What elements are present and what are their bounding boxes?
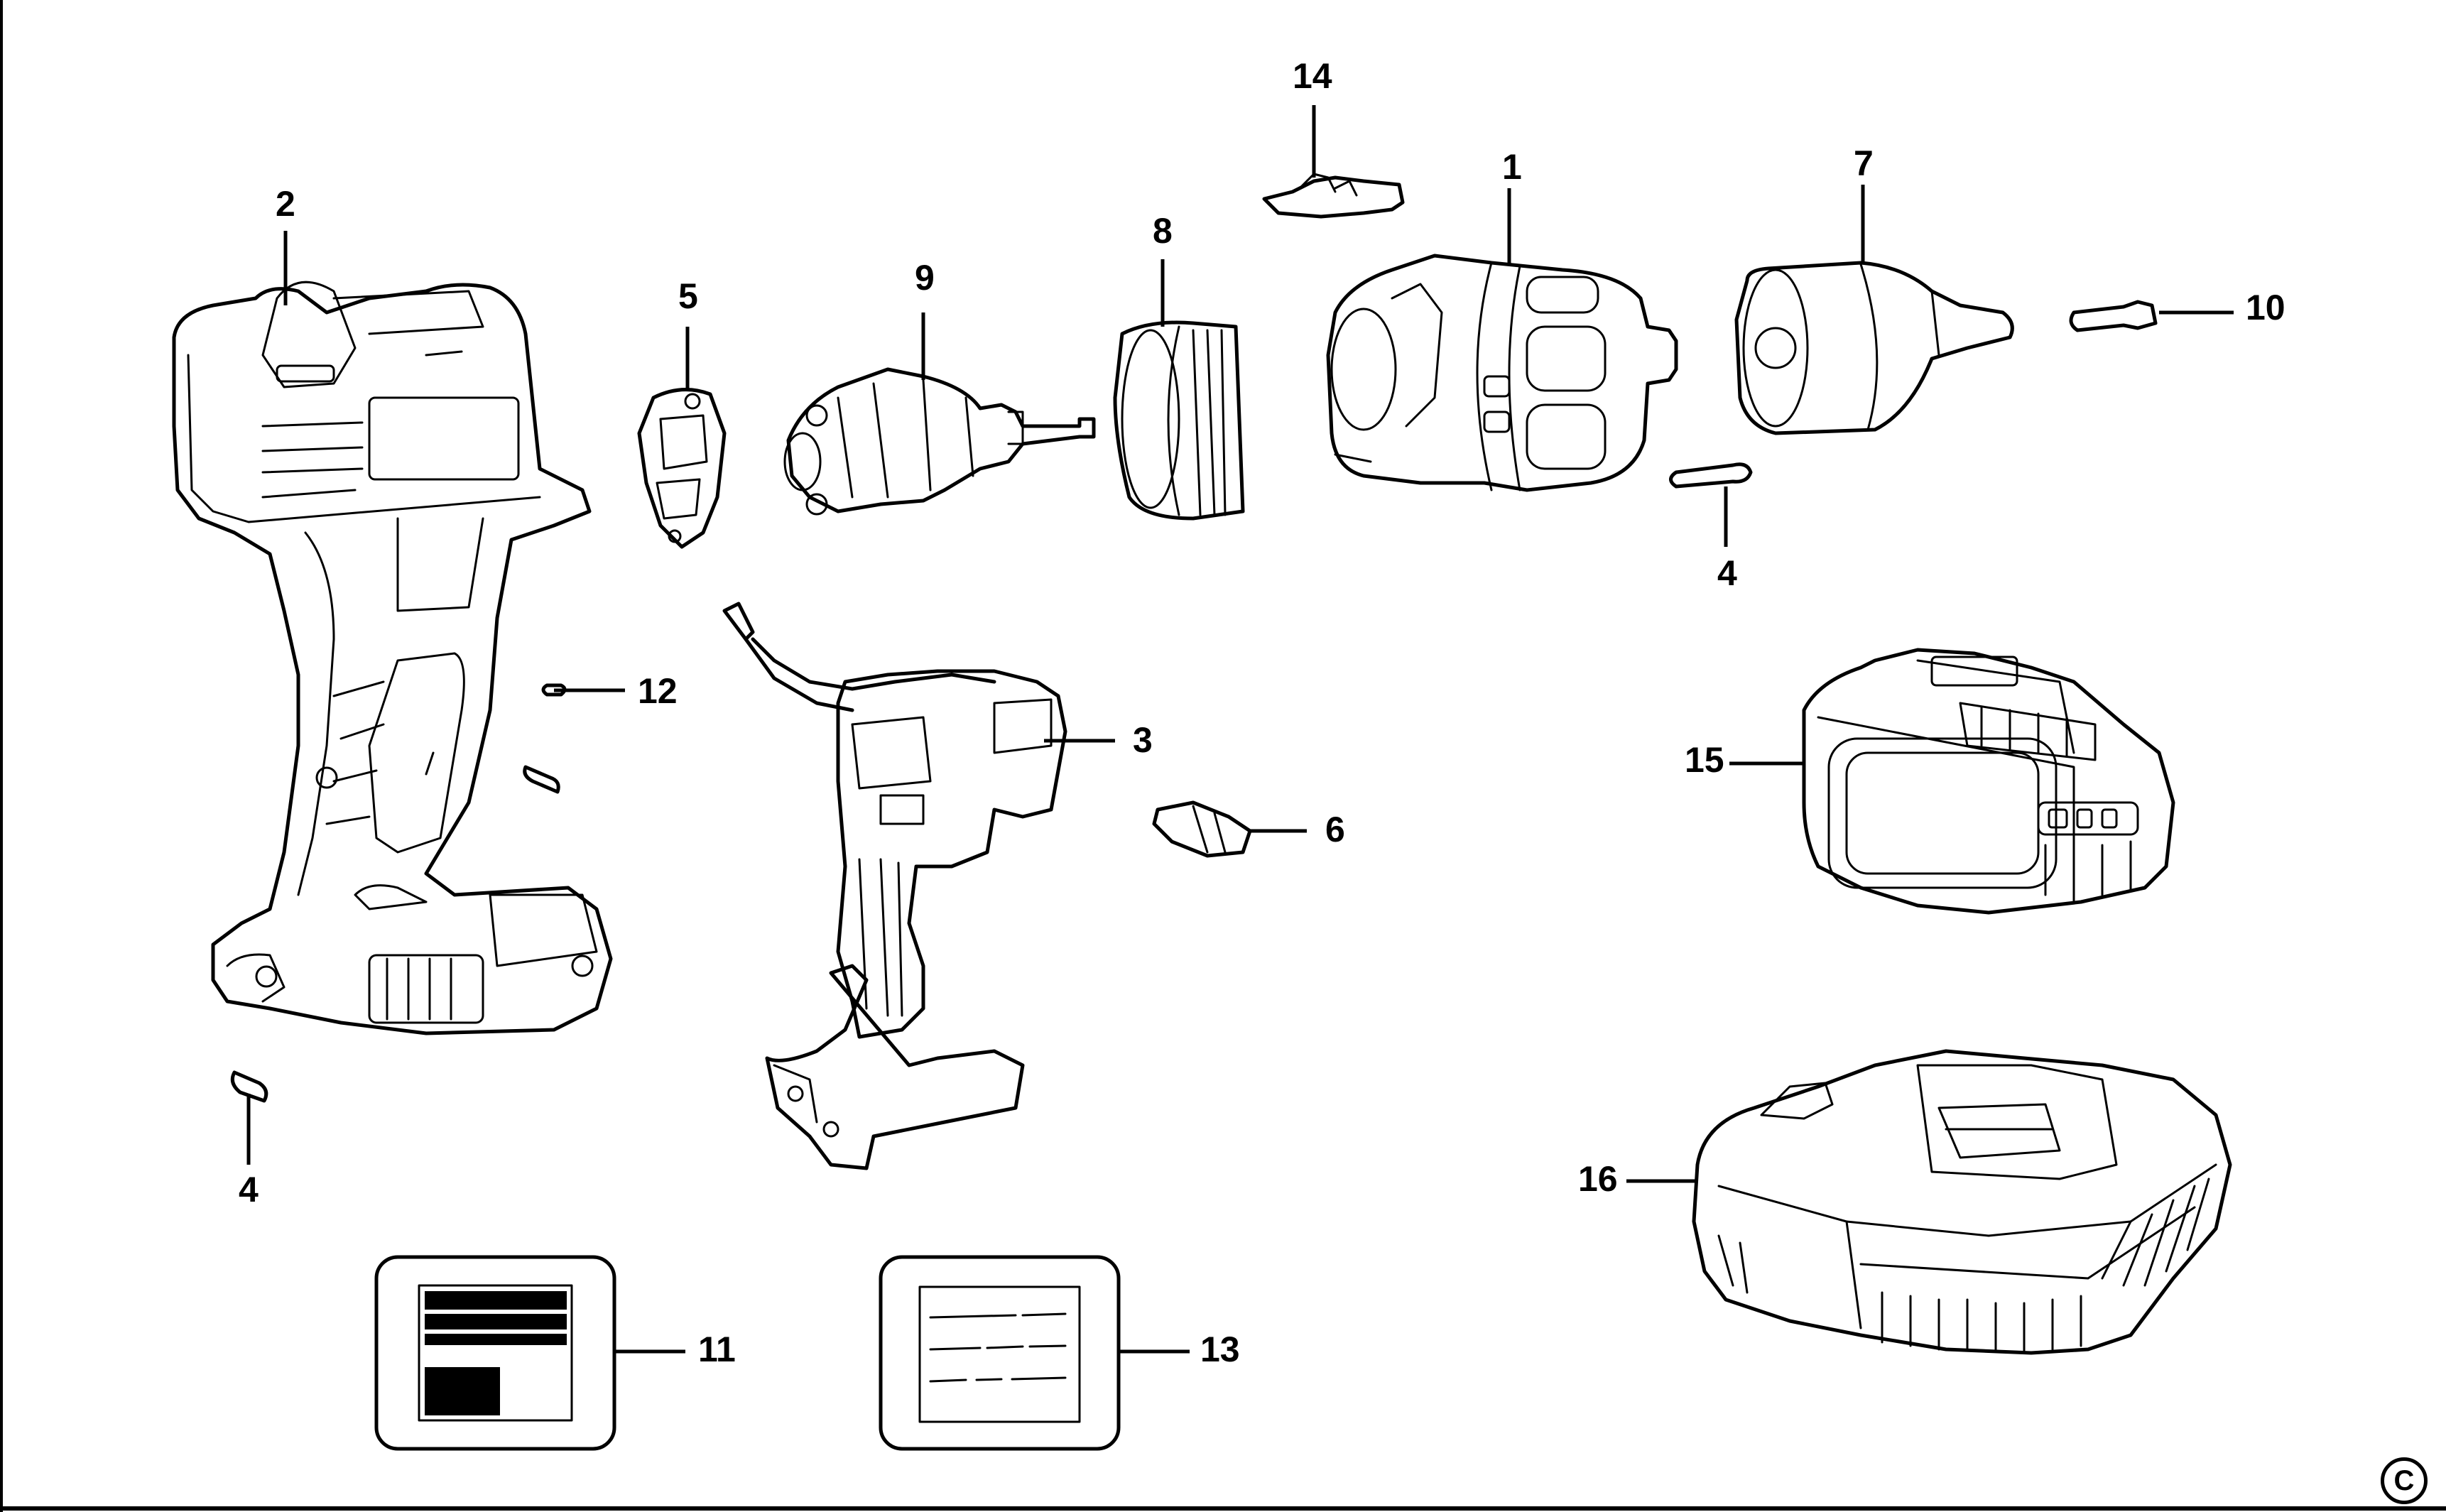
callout-10: 10 bbox=[2246, 288, 2285, 327]
frame-left-border bbox=[0, 0, 3, 1512]
screw-middle bbox=[523, 765, 560, 794]
callout-5: 5 bbox=[678, 276, 698, 316]
callout-3: 3 bbox=[1133, 720, 1153, 760]
callout-9: 9 bbox=[915, 258, 935, 298]
callout-6: 6 bbox=[1325, 810, 1345, 849]
trigger-switch bbox=[722, 602, 1067, 1170]
battery-pack bbox=[1802, 648, 2175, 915]
callout-4-lower: 4 bbox=[239, 1170, 259, 1209]
callout-4-upper: 4 bbox=[1717, 553, 1737, 593]
callout-7: 7 bbox=[1854, 143, 1874, 183]
callout-11: 11 bbox=[698, 1329, 736, 1369]
callout-2: 2 bbox=[276, 184, 295, 224]
callout-13: 13 bbox=[1200, 1329, 1240, 1369]
callout-1: 1 bbox=[1502, 147, 1522, 187]
motor-armature bbox=[783, 367, 1096, 516]
screw-bit bbox=[2069, 300, 2158, 332]
battery-charger bbox=[1692, 1049, 2232, 1355]
screw-lower bbox=[230, 1070, 268, 1103]
frame-bottom-border bbox=[0, 1506, 2446, 1511]
callout-8: 8 bbox=[1153, 211, 1173, 251]
pin-12 bbox=[541, 683, 567, 697]
callout-14: 14 bbox=[1293, 56, 1332, 96]
copyright-symbol: C bbox=[2381, 1457, 2428, 1504]
magnet-ring bbox=[1113, 320, 1245, 521]
drill-housing bbox=[172, 281, 613, 1035]
belt-clip bbox=[1262, 173, 1405, 219]
leader-lines bbox=[246, 105, 2234, 1354]
label-card bbox=[374, 1255, 616, 1451]
callout-12: 12 bbox=[638, 671, 678, 711]
screw-pin-upper bbox=[1669, 462, 1753, 489]
manual-card bbox=[879, 1255, 1121, 1451]
transmission-gearbox bbox=[1326, 254, 1678, 492]
callout-15: 15 bbox=[1685, 740, 1724, 780]
callout-16: 16 bbox=[1578, 1159, 1618, 1199]
connector bbox=[1152, 800, 1252, 858]
keyless-chuck bbox=[1734, 261, 2014, 435]
brush-plate bbox=[637, 388, 727, 549]
